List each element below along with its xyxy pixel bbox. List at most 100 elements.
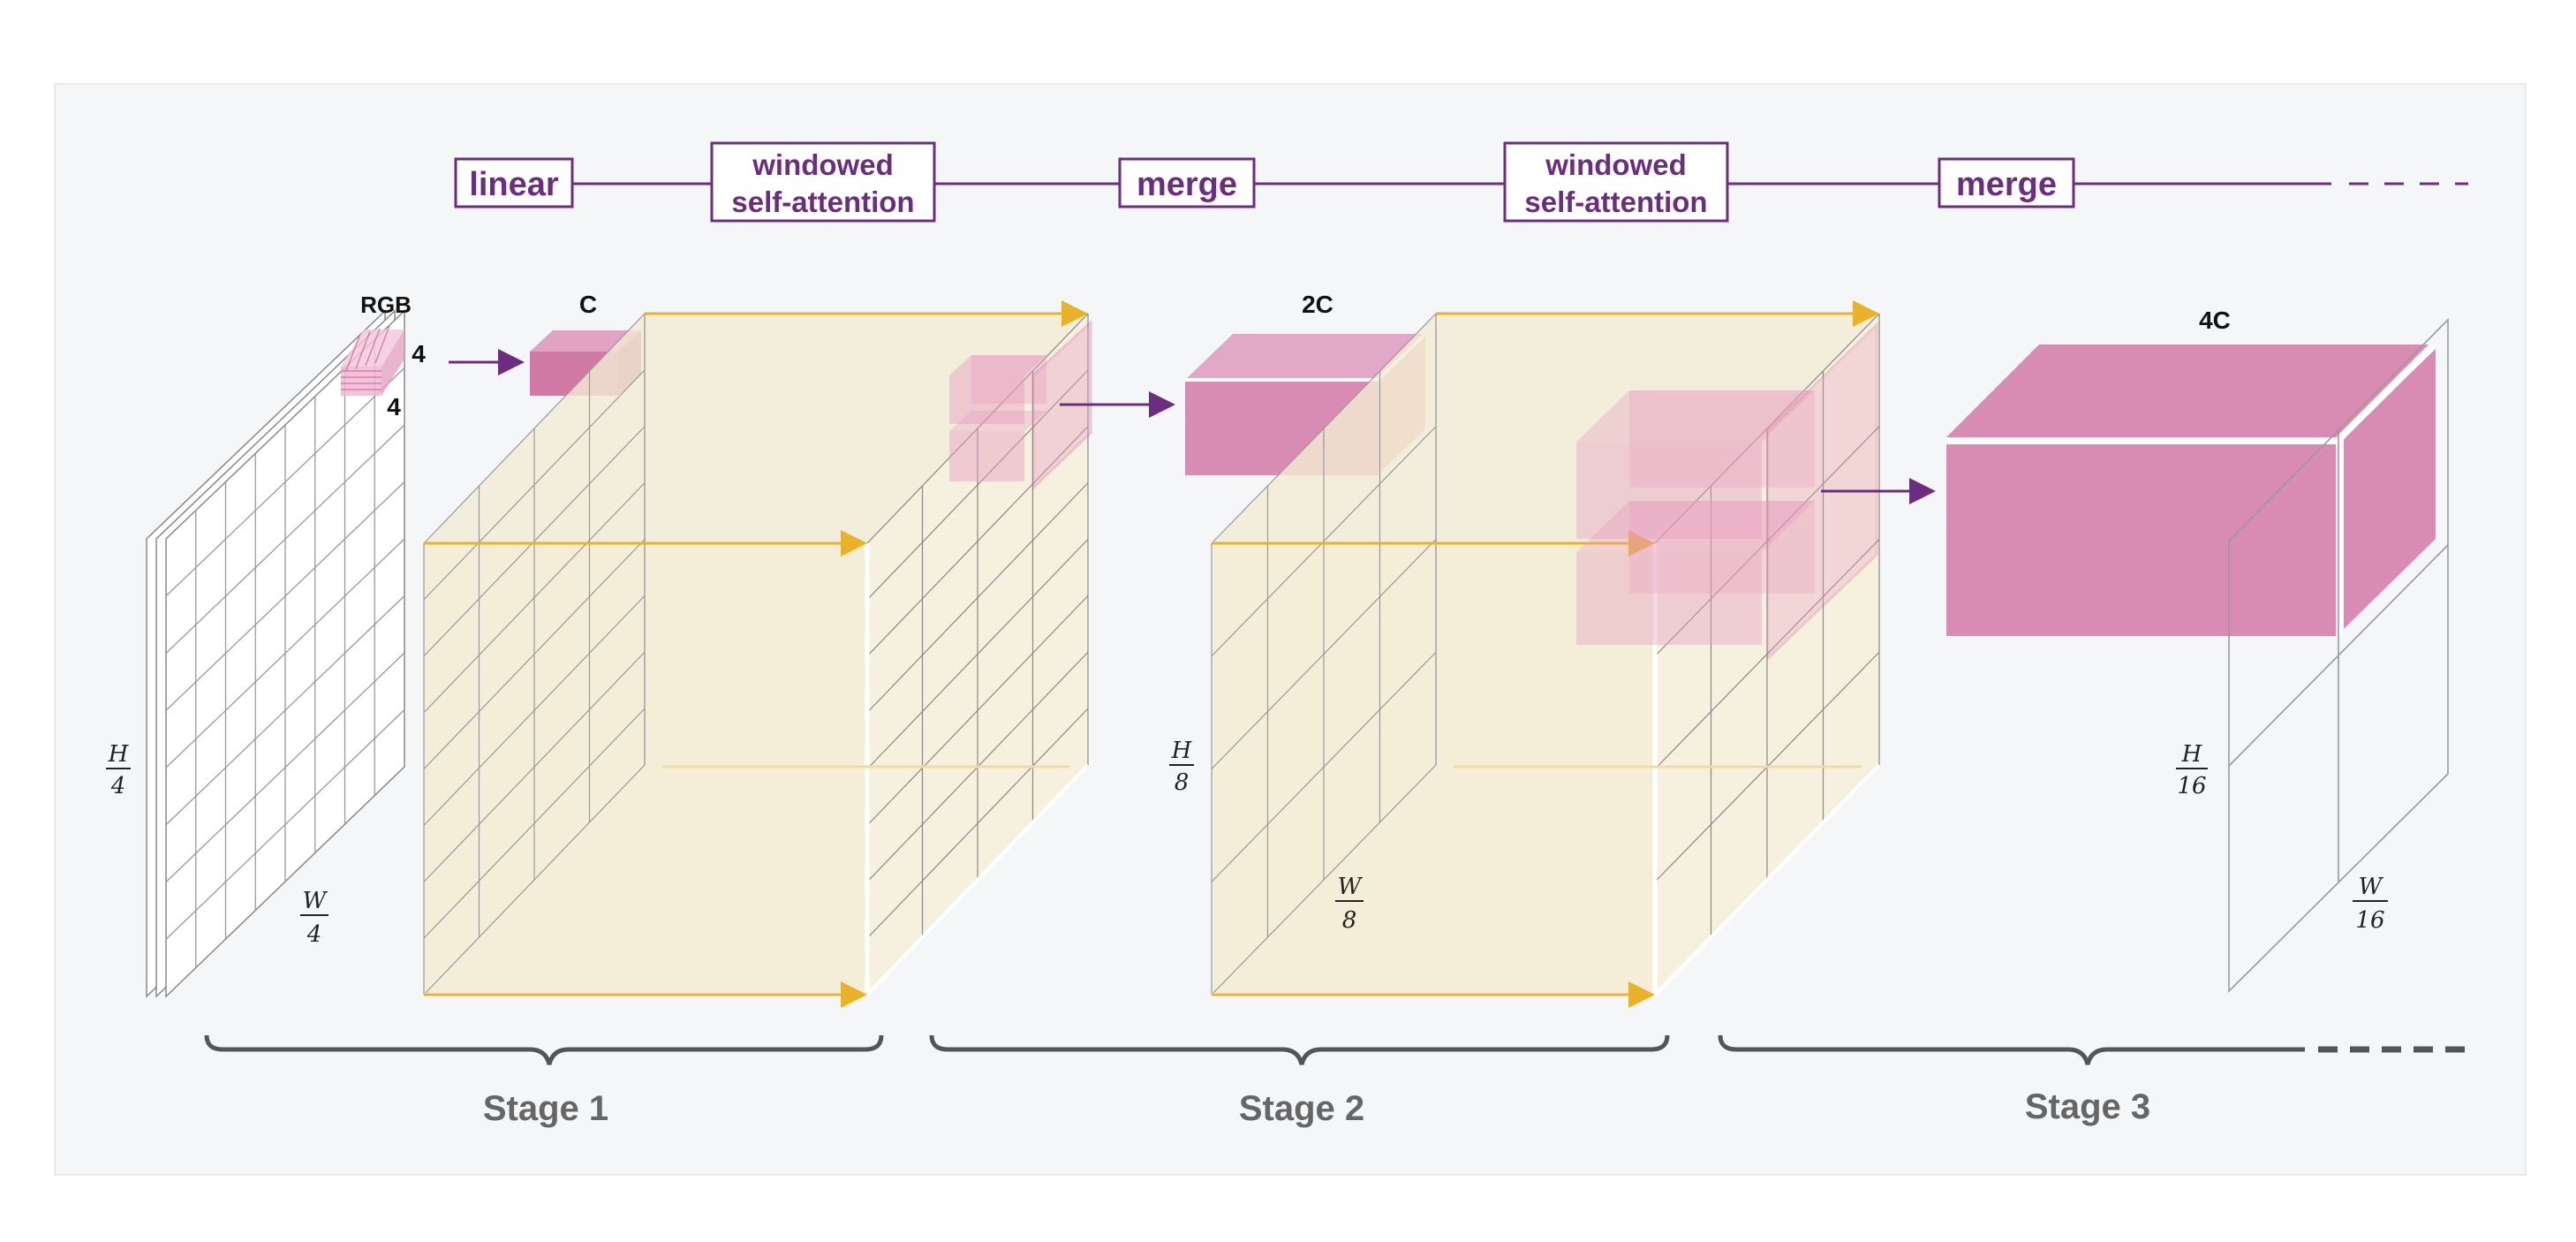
patch-height-label: 4 — [412, 340, 426, 367]
stage2-label: Stage 2 — [1239, 1089, 1364, 1128]
input-grid-line — [165, 538, 405, 769]
stage3-divider-diagonal — [2228, 544, 2449, 767]
stage1-right-grid — [866, 313, 1089, 544]
s2-window-d — [1576, 501, 1815, 552]
stage2-right-grid — [1654, 539, 1880, 769]
frac-s2-h: H 8 — [1169, 738, 1194, 796]
stage1-cube — [423, 300, 1090, 1008]
svg-text:4: 4 — [110, 773, 126, 799]
patch-width-label: 4 — [387, 393, 401, 420]
stage1-brace — [204, 1034, 884, 1065]
frac-s2-w: W 8 — [1335, 874, 1364, 934]
svg-text:16: 16 — [2177, 773, 2206, 799]
token-4c-front — [1946, 444, 2336, 636]
patch-grid-line — [355, 330, 371, 369]
stage3-plane-left — [2228, 318, 2449, 993]
s1-window-b — [949, 375, 1024, 424]
stage1-right-grid — [866, 708, 1089, 939]
stage2-cube — [1211, 300, 1881, 1008]
stage2-left-grid — [1211, 764, 1437, 996]
stage1-left-grid — [423, 708, 646, 939]
s1-window-e — [949, 431, 1024, 481]
stage1-right-grid — [866, 482, 1089, 714]
merge-box-1 — [1118, 157, 1256, 208]
s1-window-a — [949, 355, 1046, 375]
channel-label-2c: 2C — [1302, 291, 1333, 318]
token-4c-top — [1946, 345, 2429, 437]
windowed-label-1: windowed — [752, 148, 894, 181]
stage2-left-grid — [1211, 313, 1437, 544]
merge-box-2 — [1938, 157, 2075, 208]
patch-front — [341, 367, 381, 396]
self-attention-label-1: self-attention — [731, 186, 914, 218]
stage1-right-grid — [866, 369, 1089, 601]
frac-s1-h: H 4 — [106, 741, 131, 799]
patch-side — [381, 329, 404, 396]
stage1-left-grid — [423, 369, 646, 601]
patch-grid — [341, 325, 390, 390]
windowed-attention-box-1 — [710, 141, 936, 223]
frac-s3-h: H 16 — [2176, 741, 2208, 799]
stage1-left-grid — [423, 426, 646, 657]
svg-text:H: H — [2181, 741, 2203, 768]
token-4c-side — [2344, 349, 2436, 629]
stage1-edge — [865, 763, 1090, 996]
svg-text:W: W — [2359, 874, 2384, 900]
stage3-outline — [2228, 318, 2449, 993]
s2-window-e — [1576, 552, 1762, 645]
stage3-label: Stage 3 — [2025, 1087, 2150, 1126]
channel-label-c: C — [579, 291, 597, 318]
input-patch — [341, 325, 404, 396]
stage2-left-grid — [1211, 651, 1437, 882]
input-grid-line — [165, 481, 405, 711]
svg-text:H: H — [1171, 738, 1193, 764]
merge-label-1: merge — [1137, 166, 1237, 203]
s1-window-c — [971, 355, 1046, 404]
linear-box — [454, 157, 574, 208]
svg-text:W: W — [303, 888, 329, 914]
stage1-left-grid — [423, 764, 646, 996]
linear-label: linear — [469, 166, 559, 203]
stage2-edge — [1653, 763, 1881, 996]
svg-text:8: 8 — [1175, 769, 1190, 796]
stage1-left-grid — [423, 651, 646, 882]
patch-grid-line — [345, 333, 361, 372]
stage2-left-grid — [1211, 539, 1437, 769]
stage1-windows — [949, 319, 1092, 491]
rgb-label: RGB — [360, 292, 412, 318]
stage1-label: Stage 1 — [483, 1089, 608, 1128]
windowed-label-2: windowed — [1545, 148, 1687, 181]
s2-window-b — [1576, 442, 1762, 539]
svg-text:4: 4 — [306, 921, 322, 948]
windowed-attention-box-2 — [1503, 141, 1729, 223]
stage1-left-grid — [423, 313, 646, 544]
self-attention-label-2: self-attention — [1524, 186, 1707, 218]
stage1-right-grid — [866, 594, 1089, 826]
stage1-left-grid — [423, 594, 646, 826]
svg-text:8: 8 — [1342, 907, 1357, 934]
frac-s1-w: W 4 — [300, 888, 329, 948]
stage1-left-grid — [423, 539, 646, 769]
frac-s3-w: W 16 — [2353, 874, 2388, 934]
input-grid-line — [165, 424, 405, 654]
stage2-left-grid — [1211, 426, 1437, 657]
stage1-left-grid — [423, 482, 646, 714]
stage2-windows — [1576, 322, 1878, 662]
patch-grid-line — [365, 328, 381, 367]
stage2-right-grid — [1654, 313, 1880, 544]
svg-text:W: W — [1338, 874, 1364, 900]
svg-text:H: H — [108, 741, 130, 768]
stage2-brace — [929, 1034, 1670, 1065]
s2-window-c — [1629, 390, 1815, 488]
token-4c — [1946, 344, 2436, 636]
stage1-front-face — [424, 543, 867, 995]
channel-label-4c: 4C — [2199, 307, 2231, 334]
stage1-right-grid — [866, 539, 1089, 769]
s2-window-f — [1629, 501, 1815, 594]
svg-text:16: 16 — [2355, 907, 2384, 934]
input-rgb-planes — [146, 309, 405, 998]
pipeline-row: linear windowed self-attention merge win… — [454, 141, 2468, 223]
s1-window-d — [949, 411, 1046, 431]
s2-window-a — [1576, 390, 1815, 442]
